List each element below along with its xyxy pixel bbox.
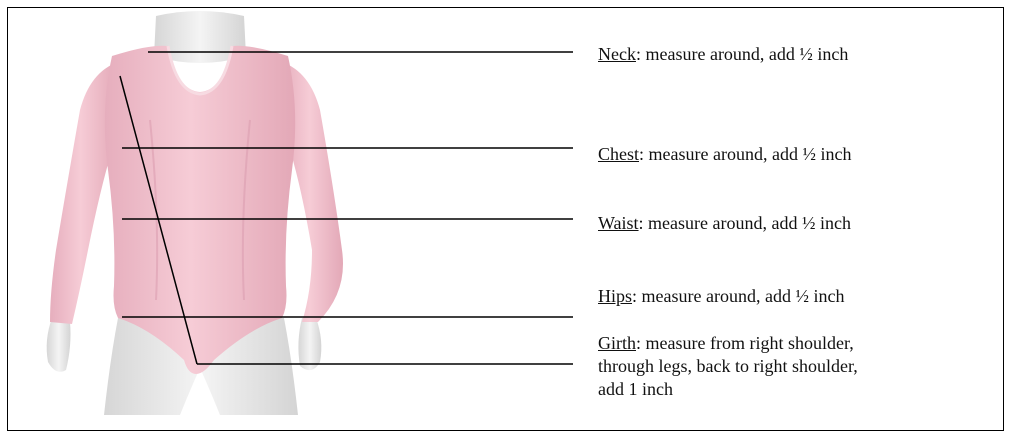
mannequin-right-hand [298,318,321,370]
neck-label: Neck: measure around, add ½ inch [598,43,848,66]
mannequin-left-hand [47,318,71,372]
hips-label: Hips: measure around, add ½ inch [598,285,844,308]
girth-label: Girth: measure from right shoulder, thro… [598,332,858,401]
hips-term: Hips [598,286,632,306]
girth-line-1: Girth: measure from right shoulder, [598,332,858,355]
hips-text: : measure around, add ½ inch [632,286,844,306]
neck-text: : measure around, add ½ inch [636,44,848,64]
waist-term: Waist [598,213,639,233]
chest-label: Chest: measure around, add ½ inch [598,143,851,166]
waist-text: : measure around, add ½ inch [639,213,851,233]
neck-term: Neck [598,44,636,64]
girth-line-3: add 1 inch [598,378,858,401]
girth-term: Girth [598,333,636,353]
girth-line-2: through legs, back to right shoulder, [598,355,858,378]
waist-label: Waist: measure around, add ½ inch [598,212,851,235]
chest-text: : measure around, add ½ inch [639,144,851,164]
chest-term: Chest [598,144,639,164]
girth-text-1: : measure from right shoulder, [636,333,854,353]
